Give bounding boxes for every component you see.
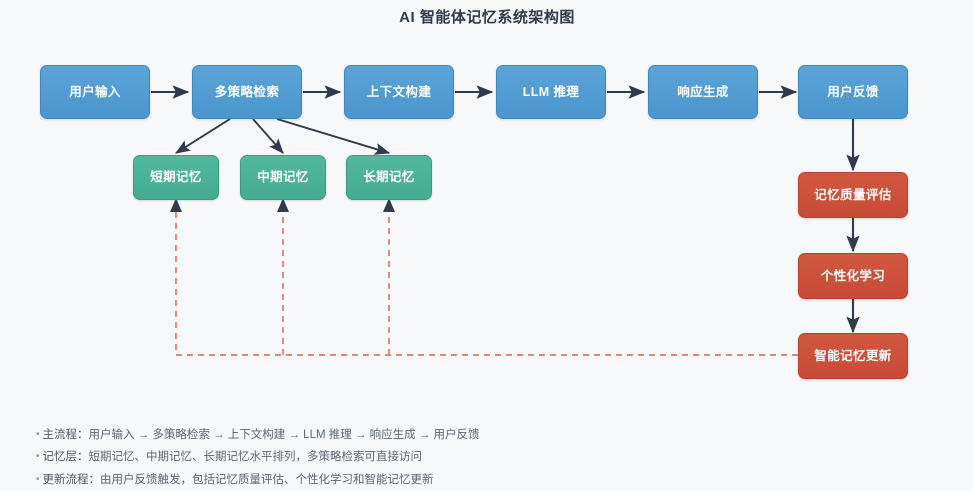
node-memory-quality-assessment[interactable]: 记忆质量评估 [798,172,908,218]
legend-line-memory-layer: •记忆层：短期记忆、中期记忆、长期记忆水平排列，多策略检索可直接访问 [36,446,736,468]
node-label: 长期记忆 [363,170,415,184]
node-response-generation[interactable]: 响应生成 [648,65,758,119]
node-label: 短期记忆 [150,170,202,184]
memory-update-feedback-arrowheads [170,198,395,212]
retrieval-to-memory-arrows [175,118,391,155]
page-title: AI 智能体记忆系统架构图 [399,9,575,26]
legend-text: 短期记忆、中期记忆、长期记忆水平排列，多策略检索可直接访问 [88,451,423,464]
node-label: 个性化学习 [820,268,886,283]
bullet-icon: • [36,473,40,485]
node-label: 用户输入 [69,84,121,99]
legend-text: 用户输入 → 多策略检索 → 上下文构建 → LLM 推理 → 响应生成 → 用… [88,429,480,441]
node-intelligent-memory-update[interactable]: 智能记忆更新 [798,333,908,379]
node-llm-inference[interactable]: LLM 推理 [496,65,606,119]
legend-label: 主流程： [42,429,89,441]
legend-text: 由用户反馈触发，包括记忆质量评估、个性化学习和智能记忆更新 [100,473,434,486]
legend-line-main-flow: •主流程：用户输入 → 多策略检索 → 上下文构建 → LLM 推理 → 响应生… [36,424,736,446]
node-multi-strategy-retrieval[interactable]: 多策略检索 [192,65,302,119]
node-mid-term-memory[interactable]: 中期记忆 [240,155,326,200]
legend-label: 记忆层： [42,451,89,464]
node-long-term-memory[interactable]: 长期记忆 [346,155,432,200]
node-label: 上下文构建 [366,84,432,99]
node-label: 响应生成 [677,84,729,99]
legend-line-update-flow: •更新流程：由用户反馈触发，包括记忆质量评估、个性化学习和智能记忆更新 [36,469,736,491]
node-short-term-memory[interactable]: 短期记忆 [133,155,219,200]
node-label: 多策略检索 [214,84,280,99]
node-user-feedback[interactable]: 用户反馈 [798,65,908,119]
legend: •主流程：用户输入 → 多策略检索 → 上下文构建 → LLM 推理 → 响应生… [36,424,736,491]
node-label: LLM 推理 [522,84,580,99]
bullet-icon: • [36,429,40,440]
node-label: 中期记忆 [257,170,309,184]
node-user-input[interactable]: 用户输入 [40,65,150,119]
node-label: 智能记忆更新 [814,348,892,363]
node-label: 记忆质量评估 [814,187,892,202]
memory-update-feedback-bus [175,206,798,356]
node-context-construction[interactable]: 上下文构建 [344,65,454,119]
node-label: 用户反馈 [827,84,879,99]
legend-label: 更新流程： [42,473,101,486]
bullet-icon: • [36,451,40,463]
node-personalized-learning[interactable]: 个性化学习 [798,253,908,299]
